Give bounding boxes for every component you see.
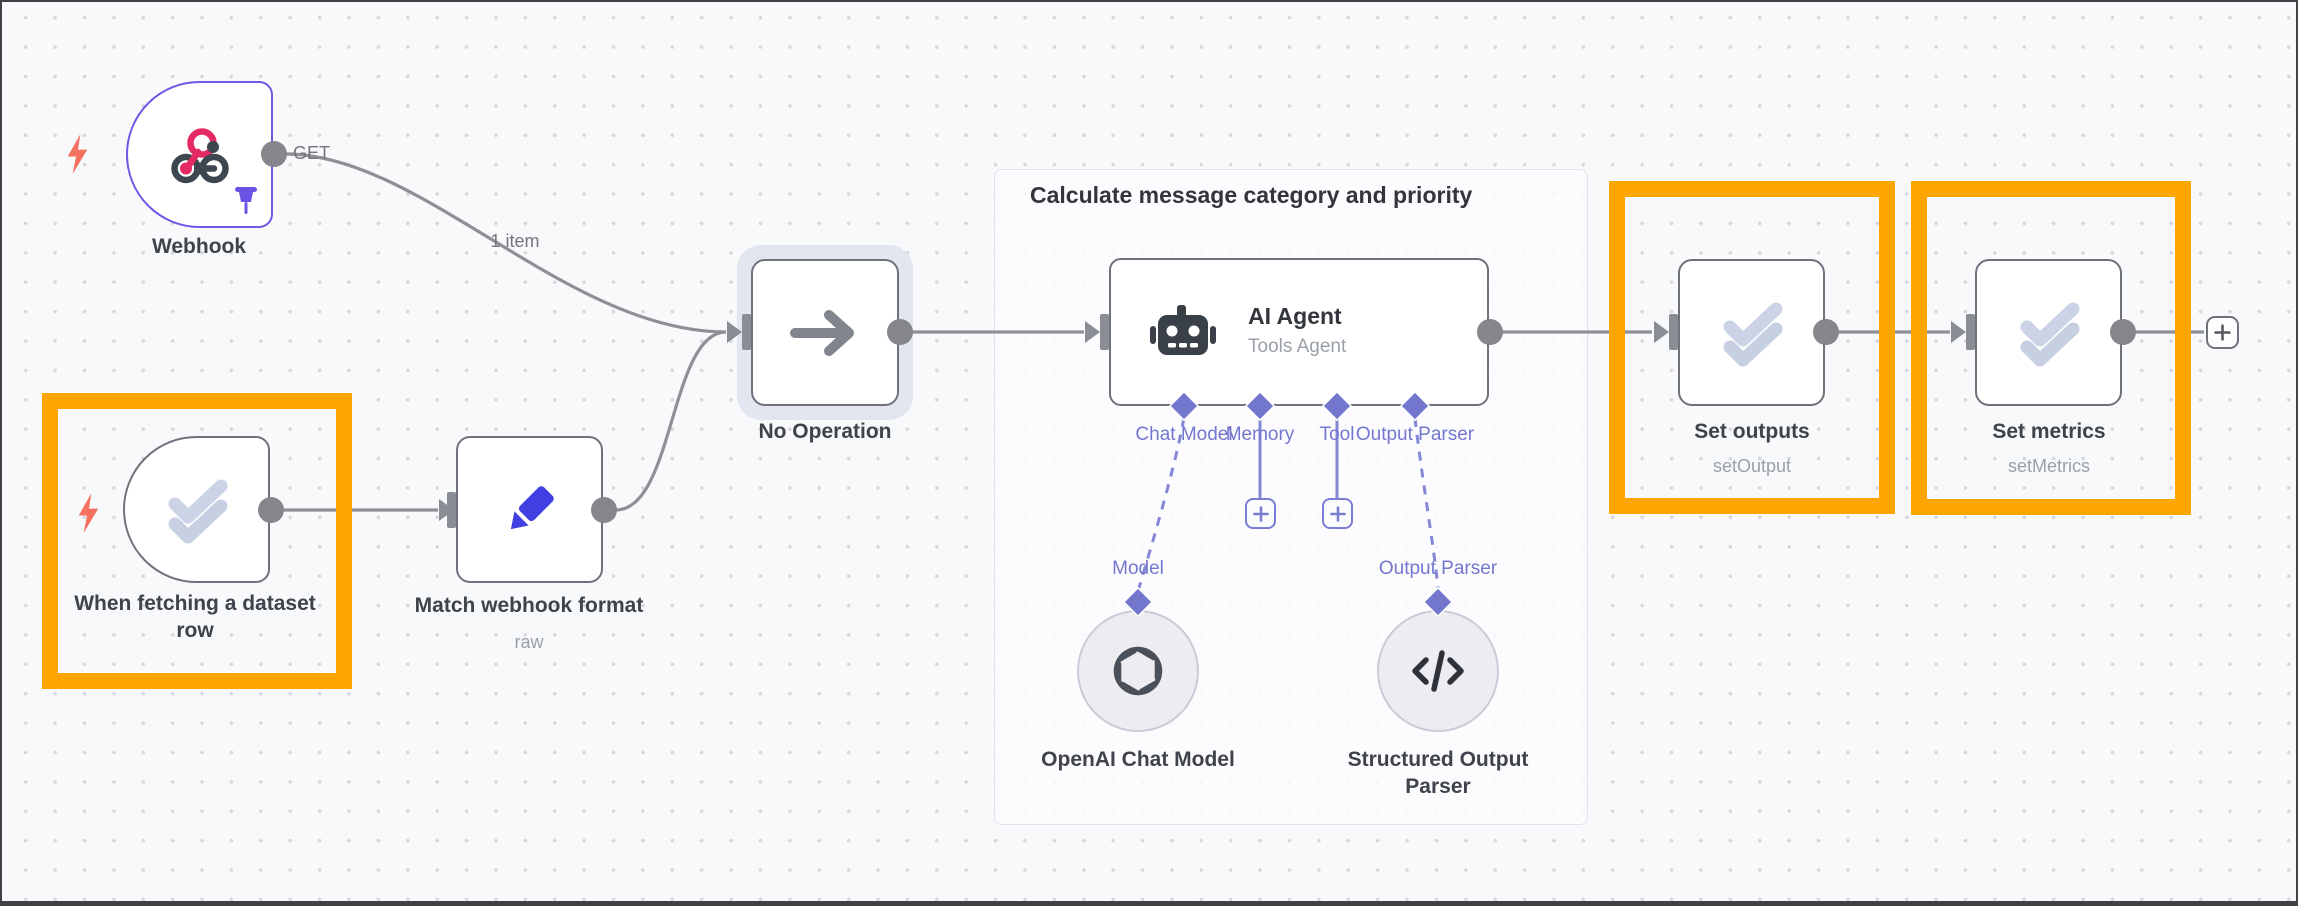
node-set-metrics[interactable] xyxy=(1975,259,2122,406)
node-label-webhook: Webhook xyxy=(151,235,247,258)
lightning-bolt-icon xyxy=(64,134,91,174)
add-tool-button[interactable] xyxy=(1322,498,1353,529)
robot-icon xyxy=(1150,303,1216,361)
group-title: Calculate message category and priority xyxy=(1030,182,1473,208)
double-check-icon xyxy=(2012,298,2086,368)
node-subtitle-match-format: raw xyxy=(514,632,544,652)
port-label-output-parser: Output Parser xyxy=(1355,424,1475,445)
add-memory-button[interactable] xyxy=(1245,498,1276,529)
node-webhook[interactable] xyxy=(126,81,273,228)
node-openai-chat-model[interactable] xyxy=(1077,610,1199,732)
node-subtitle-set-outputs: setOutput xyxy=(1712,456,1792,476)
node-label-match-format: Match webhook format xyxy=(414,594,644,617)
annotation-box-set-metrics xyxy=(1911,181,2191,515)
node-structured-output-parser[interactable] xyxy=(1377,610,1499,732)
double-check-icon xyxy=(1715,298,1789,368)
pin-icon xyxy=(233,186,259,216)
node-label-ai-agent: AI Agent xyxy=(1248,303,1342,329)
port-label-model: Model xyxy=(1112,558,1164,579)
add-node-button[interactable] xyxy=(2206,316,2239,349)
openai-logo-icon xyxy=(1112,645,1164,697)
connection-items-label: 1 item xyxy=(490,231,540,251)
port-label-parser: Output Parser xyxy=(1378,558,1498,579)
node-label-openai-chat-model: OpenAI Chat Model xyxy=(1041,748,1235,771)
node-label-no-operation: No Operation xyxy=(758,420,892,443)
node-no-operation[interactable] xyxy=(751,259,899,406)
node-set-outputs[interactable] xyxy=(1678,259,1825,406)
webhook-output-label: GET xyxy=(293,143,331,163)
arrow-right-icon xyxy=(789,304,861,362)
annotation-box-set-outputs xyxy=(1609,181,1895,514)
node-label-structured-output-parser: Structured Output Parser xyxy=(1347,748,1529,798)
node-match-format[interactable] xyxy=(456,436,603,583)
node-dataset-trigger[interactable] xyxy=(123,436,270,583)
node-label-set-outputs: Set outputs xyxy=(1694,420,1810,443)
webhook-icon xyxy=(169,126,231,184)
node-label-set-metrics: Set metrics xyxy=(1992,420,2106,443)
lightning-bolt-icon xyxy=(75,493,102,533)
node-subtitle-ai-agent: Tools Agent xyxy=(1248,336,1347,357)
code-brackets-icon xyxy=(1410,649,1466,693)
pencil-icon xyxy=(497,477,563,543)
node-label-dataset-trigger: When fetching a dataset row xyxy=(74,592,316,642)
input-connector-match xyxy=(439,492,456,528)
double-check-icon xyxy=(160,475,234,545)
annotation-box-dataset-trigger xyxy=(42,393,352,689)
node-subtitle-set-metrics: setMetrics xyxy=(2007,456,2090,476)
